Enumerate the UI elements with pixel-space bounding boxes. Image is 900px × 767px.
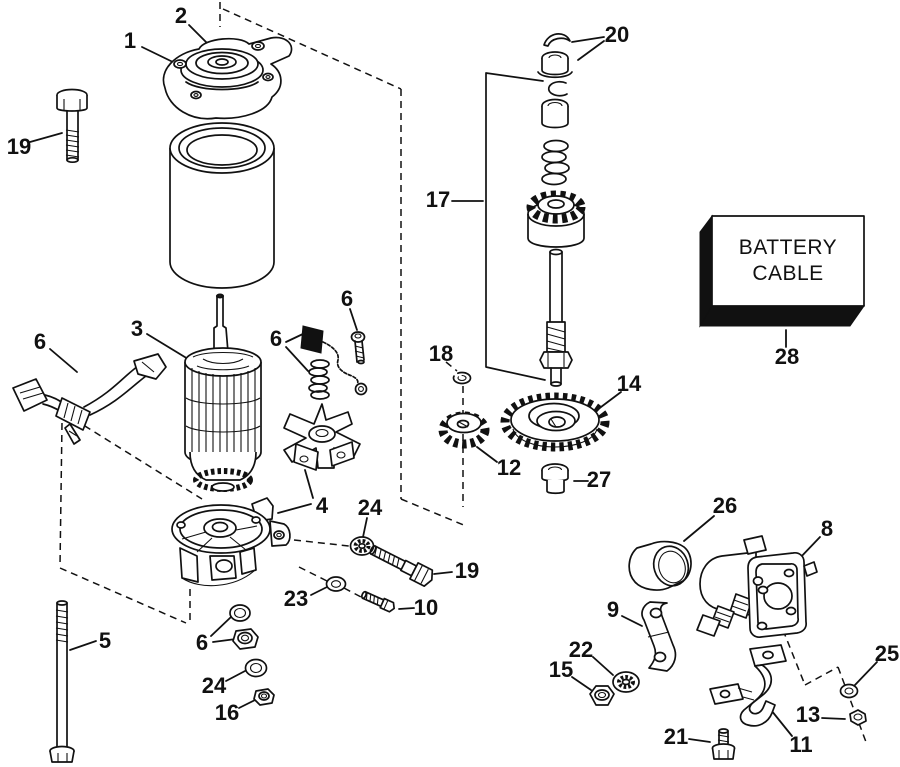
brush-spring-screw-group (300, 325, 368, 400)
callout-5: 5 (98, 628, 112, 653)
solenoid-8 (696, 535, 818, 638)
brush-holder (283, 403, 361, 471)
callout-23: 23 (283, 586, 309, 611)
nut-6-lower (232, 628, 259, 650)
callout-3: 3 (130, 316, 144, 341)
washer-24-lower (244, 658, 268, 678)
bracket-11 (709, 644, 787, 727)
callout-21: 21 (663, 724, 689, 749)
sleeve-26 (628, 540, 692, 591)
callout-24-mid: 24 (357, 495, 383, 520)
bracket-17-outline (485, 72, 546, 381)
callout-leader-lines (29, 24, 878, 743)
callout-15: 15 (548, 657, 574, 682)
callout-14: 14 (616, 371, 642, 396)
battery-cable-line1: BATTERY (738, 235, 838, 259)
callout-6-nut: 6 (195, 630, 209, 655)
callout-9: 9 (606, 597, 620, 622)
starter-top-cap (162, 36, 293, 120)
callout-27: 27 (586, 467, 612, 492)
callout-28: 28 (774, 344, 800, 369)
callout-2: 2 (174, 3, 188, 28)
callout-25: 25 (874, 641, 900, 666)
nut-15 (589, 685, 615, 706)
gear-14 (500, 392, 610, 452)
end-cap (171, 497, 291, 587)
callout-19-mid: 19 (454, 558, 480, 583)
battery-cable-line2: CABLE (752, 262, 824, 285)
callout-17: 17 (425, 187, 451, 212)
callout-6-wire: 6 (33, 329, 47, 354)
washer-25 (839, 683, 859, 699)
washer-23 (325, 576, 347, 592)
washer-18 (452, 371, 472, 385)
battery-cable-box (699, 214, 865, 328)
callout-1: 1 (123, 28, 137, 53)
callout-8: 8 (820, 516, 834, 541)
screw-10 (360, 590, 395, 613)
armature (184, 293, 262, 492)
callout-24-lower: 24 (201, 673, 227, 698)
battery-cable-label: BATTERY CABLE (712, 216, 864, 306)
brush-lead-wire (12, 353, 167, 445)
bushing-27 (541, 463, 569, 495)
washer-6-lower (229, 604, 251, 622)
callout-22: 22 (568, 637, 594, 662)
callout-6-brush: 6 (269, 326, 283, 351)
callout-20: 20 (604, 22, 630, 47)
callout-11: 11 (789, 732, 813, 757)
callout-13: 13 (795, 702, 821, 727)
callout-26: 26 (712, 493, 738, 518)
drive-pinion-and-shaft (485, 72, 586, 387)
callout-4: 4 (315, 493, 329, 518)
bolt-5-long (49, 600, 75, 763)
strap-9 (641, 601, 677, 672)
nut-16 (253, 688, 275, 706)
callout-12: 12 (496, 455, 522, 480)
star-washer-22 (612, 671, 640, 693)
callout-10: 10 (413, 595, 439, 620)
callout-16: 16 (214, 700, 240, 725)
callout-18: 18 (428, 341, 454, 366)
bolt-19-upper (56, 88, 88, 164)
callout-19-upper: 19 (6, 134, 32, 159)
bolt-19-mid (369, 545, 434, 588)
callout-6-screw: 6 (340, 286, 354, 311)
gear-12 (438, 411, 490, 449)
starter-housing (169, 122, 275, 289)
drive-retainer-stack (537, 33, 573, 186)
screw-21 (711, 728, 736, 760)
nut-13 (849, 709, 867, 726)
